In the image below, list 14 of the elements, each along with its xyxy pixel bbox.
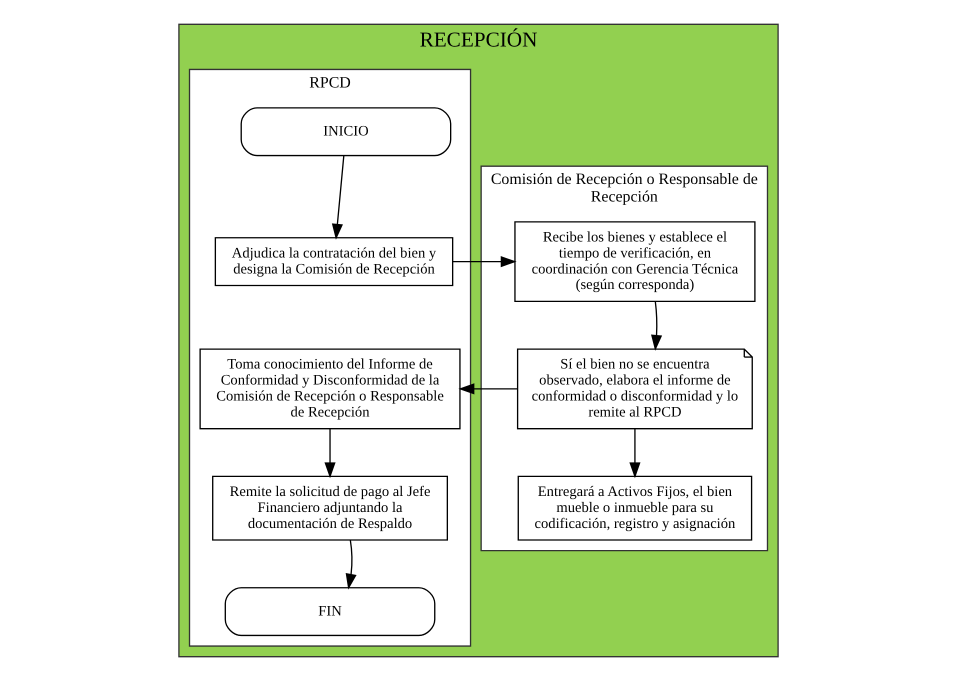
node-box: INICIO — [240, 107, 451, 156]
arrow — [345, 540, 356, 590]
node-box: Toma conocimiento del Informe de Conformidad y Disconformidad de la Comisión de Recepción o Responsable de Recepción — [198, 348, 460, 430]
arrow — [331, 156, 344, 240]
arrow — [324, 429, 336, 478]
arrow — [650, 302, 662, 351]
node-box: Recibe los bienes y establece el tiempo de verificación, en coordinación con Gerencia Técnica (según corresponda) — [514, 221, 756, 302]
node-box: FIN — [224, 587, 435, 636]
node-box: Entregará a Activos Fijos, el bien mueble o inmueble para su codificación, registro y asignación — [517, 476, 752, 541]
arrow — [628, 429, 640, 478]
node-box: Remite la solicitud de pago al Jefe Financiero adjuntando la documentación de Respaldo — [212, 476, 448, 541]
node-box: Adjudica la contratación del bien y designa la Comisión de Recepción — [214, 237, 453, 286]
arrow — [458, 383, 517, 394]
arrow — [452, 256, 516, 268]
